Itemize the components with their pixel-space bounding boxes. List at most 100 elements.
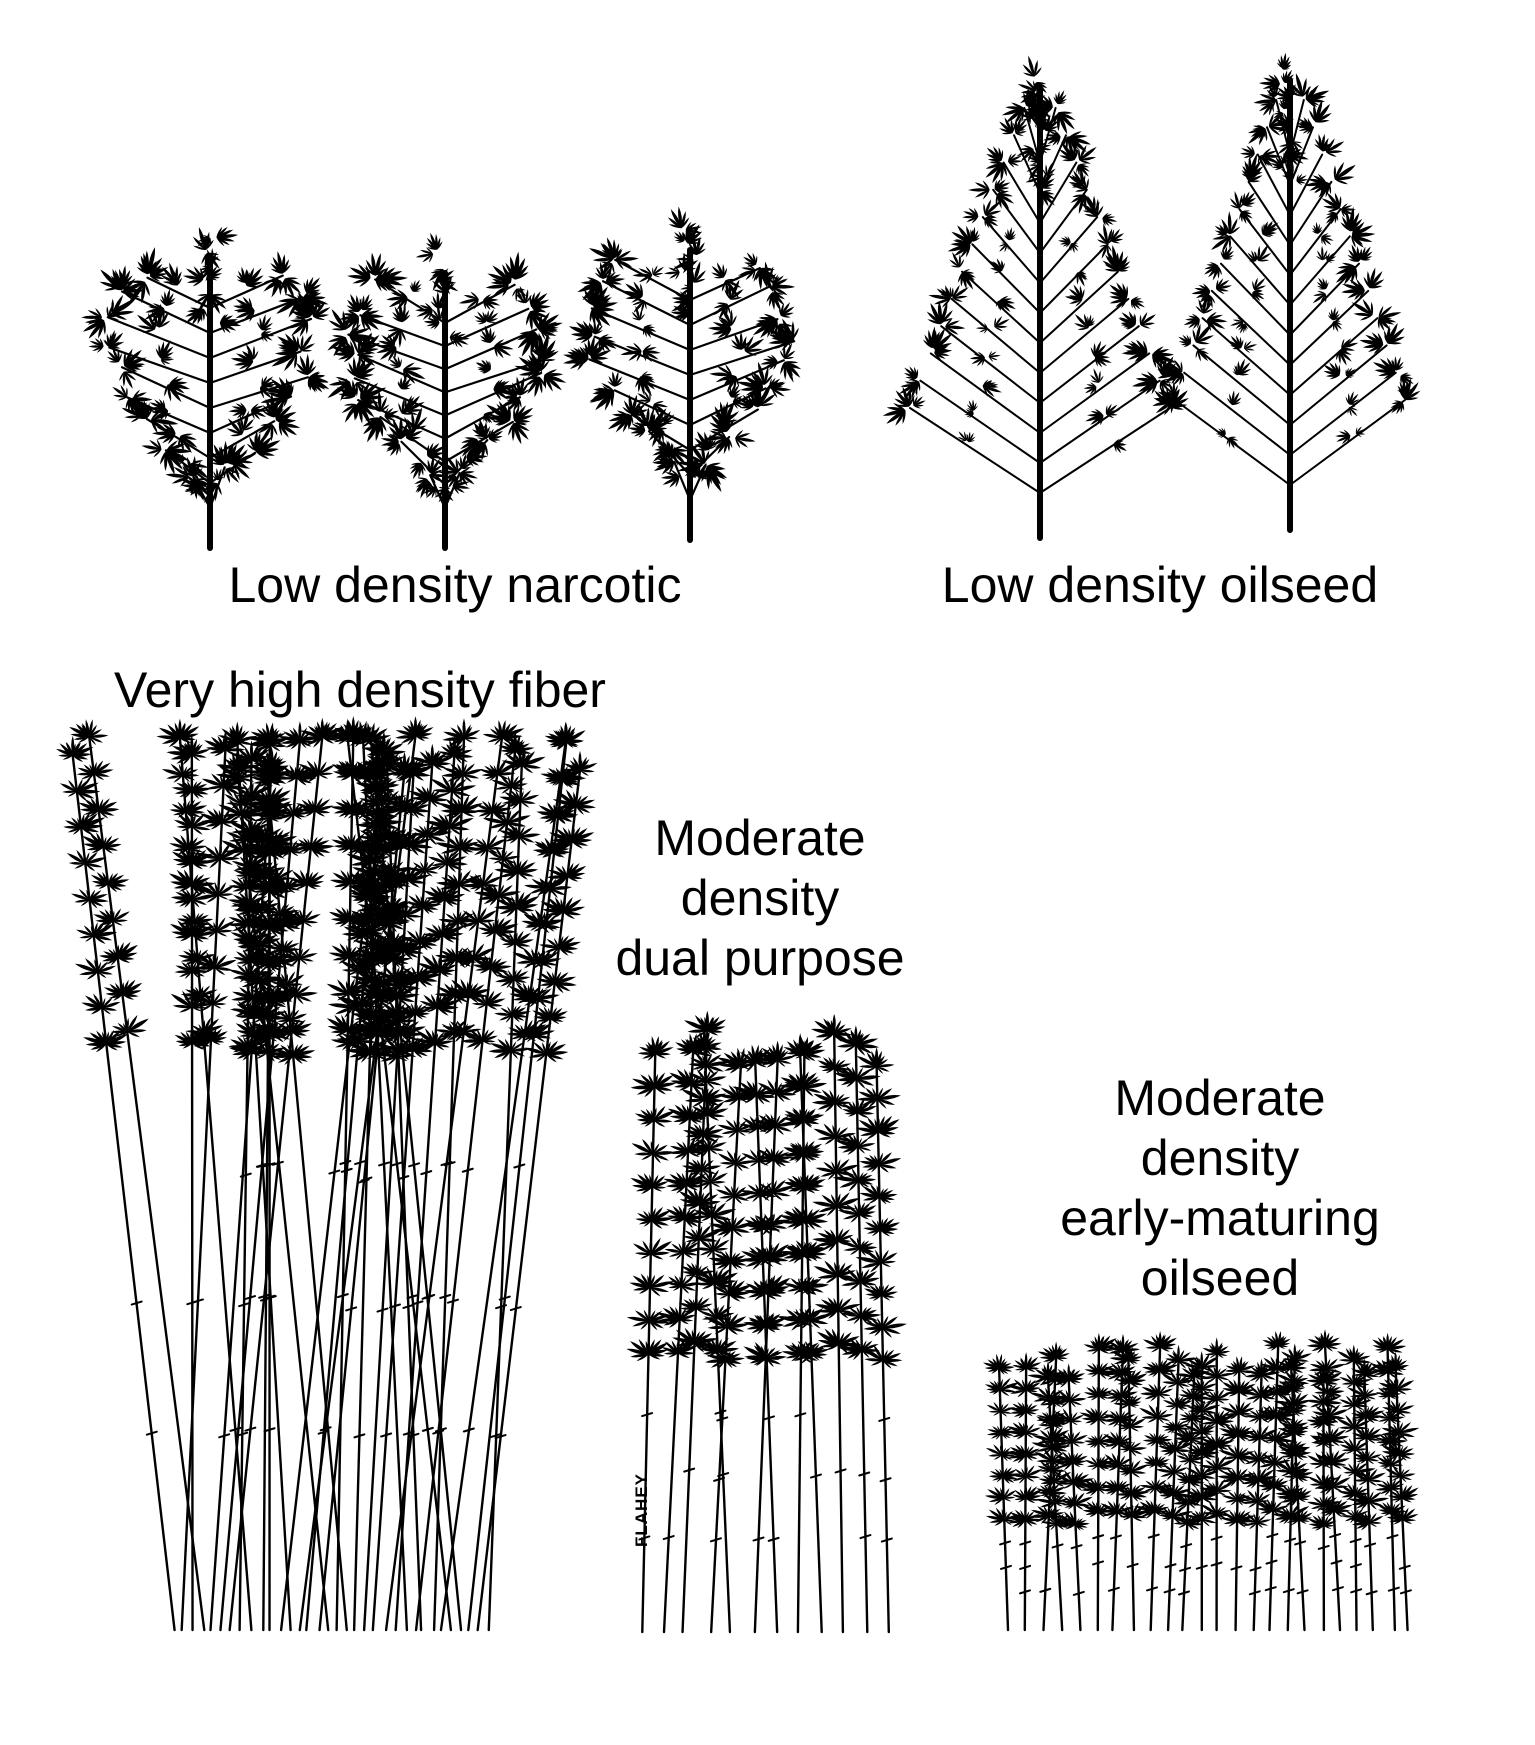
leaf xyxy=(185,1024,204,1041)
leaf xyxy=(1339,1373,1355,1388)
leaf xyxy=(1091,1333,1107,1350)
leaf xyxy=(269,1021,288,1040)
leaf xyxy=(296,760,319,783)
leaf xyxy=(191,781,212,799)
leaf xyxy=(423,885,445,907)
leaf xyxy=(400,1019,426,1043)
leaf xyxy=(717,1150,737,1169)
leaf xyxy=(994,178,1011,195)
leaf xyxy=(476,359,491,374)
leaf xyxy=(1283,1351,1299,1369)
leaf xyxy=(389,913,410,933)
branch xyxy=(1039,243,1109,314)
leaf xyxy=(474,883,499,906)
leaf xyxy=(1121,340,1145,363)
branch xyxy=(1039,325,1140,404)
leaf xyxy=(1372,357,1396,380)
leaf xyxy=(1229,335,1244,350)
leaf xyxy=(1216,1455,1236,1474)
leaf xyxy=(274,1009,291,1025)
leaf xyxy=(1214,427,1226,438)
leaf xyxy=(571,826,595,849)
leaf xyxy=(1329,1427,1349,1447)
node xyxy=(1264,1586,1277,1592)
leaf xyxy=(1192,323,1214,345)
leaf xyxy=(678,1298,696,1315)
leaf xyxy=(242,343,259,360)
leaf xyxy=(185,799,208,820)
leaf xyxy=(397,375,413,390)
leaf xyxy=(686,261,706,283)
leaf xyxy=(550,878,572,899)
node xyxy=(879,1477,892,1483)
leaf xyxy=(546,1040,569,1063)
leaf xyxy=(1156,1455,1170,1469)
leaf xyxy=(493,720,511,738)
leaf xyxy=(404,754,423,775)
leaf xyxy=(1321,192,1342,212)
node xyxy=(239,1172,252,1178)
leaf xyxy=(277,729,300,750)
leaf xyxy=(975,322,988,334)
leaf xyxy=(384,407,400,423)
leaf xyxy=(398,1036,423,1061)
leaf xyxy=(1038,1473,1054,1488)
leaf xyxy=(177,912,195,929)
leaf xyxy=(841,1101,858,1117)
leaf xyxy=(695,462,712,479)
leaf xyxy=(1293,1403,1307,1417)
leaf xyxy=(1358,246,1373,261)
leaf xyxy=(174,1031,193,1049)
leaf xyxy=(500,384,518,401)
leaf xyxy=(1336,1348,1355,1366)
leaf xyxy=(1104,245,1128,271)
leaf xyxy=(704,1038,723,1056)
leaf xyxy=(460,794,483,817)
leaf xyxy=(1238,1401,1255,1418)
leaf xyxy=(1090,340,1108,358)
leaf xyxy=(984,1486,1004,1505)
leaf xyxy=(1368,1491,1390,1510)
leaf xyxy=(268,279,286,298)
leaf xyxy=(192,961,210,979)
leaf xyxy=(1315,1451,1332,1468)
leaf xyxy=(370,927,395,951)
node xyxy=(762,1415,775,1421)
stalk xyxy=(414,749,517,1632)
leaf xyxy=(434,486,450,503)
leaf xyxy=(688,1069,707,1087)
group-low-density-narcotic xyxy=(81,206,802,551)
node xyxy=(880,1537,893,1543)
leaf xyxy=(374,966,396,986)
node xyxy=(1294,1540,1307,1546)
leaf xyxy=(1084,1456,1099,1470)
leaf xyxy=(415,302,433,320)
leaf xyxy=(1159,1359,1179,1378)
leaf xyxy=(359,790,377,809)
leaf xyxy=(782,1142,804,1164)
leaf xyxy=(1335,429,1351,445)
leaf xyxy=(1294,1349,1312,1366)
leaf xyxy=(1054,1408,1072,1426)
group-moderate-density-early-oilseed xyxy=(982,1329,1420,1632)
stalk xyxy=(88,735,206,1632)
node xyxy=(238,1302,251,1308)
leaf xyxy=(314,797,334,817)
leaf xyxy=(1085,408,1104,427)
leaf xyxy=(1082,195,1104,217)
leaf xyxy=(1276,52,1292,69)
leaf xyxy=(152,422,176,445)
leaf xyxy=(783,1206,807,1228)
leaf xyxy=(1317,1329,1333,1346)
leaf xyxy=(1159,1334,1177,1352)
leaf xyxy=(398,396,417,415)
leaf xyxy=(179,473,200,494)
leaf xyxy=(800,1040,824,1061)
leaf xyxy=(744,335,765,356)
leaf xyxy=(772,1179,796,1201)
leaf xyxy=(1180,1487,1202,1507)
leaf xyxy=(1209,1337,1224,1354)
node xyxy=(641,1412,654,1418)
leaf xyxy=(112,384,128,401)
leaf xyxy=(434,835,461,858)
